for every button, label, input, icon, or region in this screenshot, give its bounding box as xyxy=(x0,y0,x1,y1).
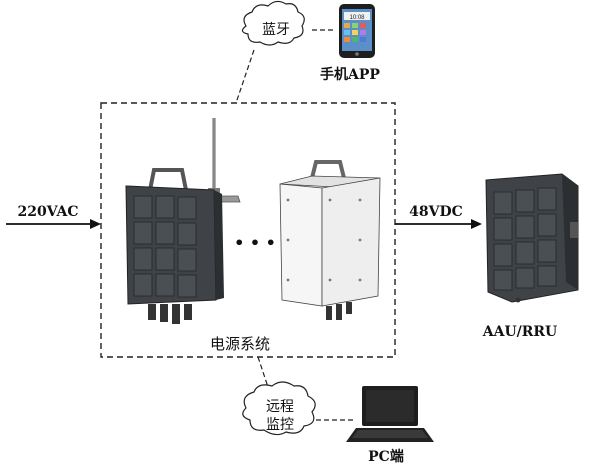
bluetooth-cloud: 蓝牙 xyxy=(241,0,305,46)
power-cabinet-white xyxy=(279,160,381,320)
input-voltage-label: 220VAC xyxy=(17,204,78,220)
power-cabinet-dark xyxy=(125,118,241,324)
output-voltage-label: 48VDC xyxy=(409,204,463,220)
radio-unit-icon xyxy=(485,173,579,303)
remote-monitoring-cloud: 远程 监控 xyxy=(242,381,316,436)
bluetooth-to-system-link xyxy=(235,49,255,104)
phone-app-label: 手机APP xyxy=(320,66,380,83)
laptop-icon xyxy=(346,386,434,442)
input-arrow-head xyxy=(90,219,101,229)
phone-icon: 10:08 xyxy=(339,4,375,58)
phone-screen-time: 10:08 xyxy=(349,15,365,21)
radio-unit-label: AAU/RRU xyxy=(482,324,558,340)
pc-label: PC端 xyxy=(368,448,404,465)
system-boundary xyxy=(100,102,396,358)
remote-line1: 远程 xyxy=(266,399,294,415)
system-to-remote-link xyxy=(257,356,271,394)
bluetooth-label: 蓝牙 xyxy=(262,22,290,38)
output-arrow-head xyxy=(471,219,482,229)
more-units-ellipsis: • • • xyxy=(234,233,276,252)
remote-line2: 监控 xyxy=(266,417,294,433)
power-system-label: 电源系统 xyxy=(210,335,270,353)
